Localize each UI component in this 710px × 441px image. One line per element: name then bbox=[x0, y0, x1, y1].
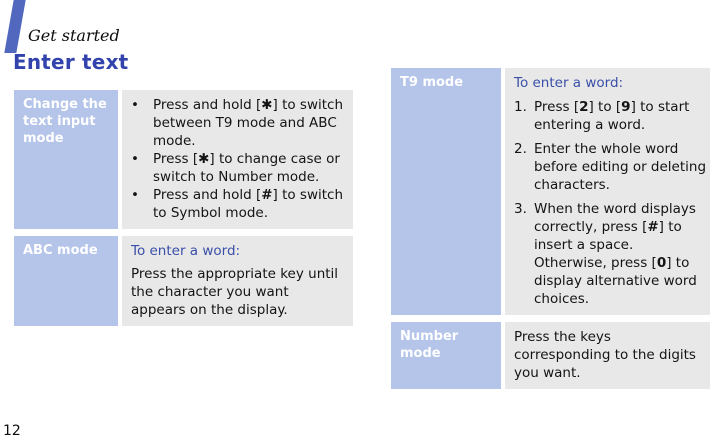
step-text: Enter the whole word before editing or d… bbox=[534, 141, 707, 193]
step-number: 3. bbox=[514, 201, 527, 217]
row-label: ABC mode bbox=[14, 236, 118, 326]
step-number: 2. bbox=[514, 141, 527, 157]
row-content: Press the keys corresponding to the digi… bbox=[505, 322, 710, 389]
bullet-icon: • bbox=[131, 97, 139, 113]
row-content: To enter a word: 1. Press [2] to [9] to … bbox=[505, 68, 710, 315]
page-title: Enter text bbox=[13, 50, 129, 74]
bullet-item: • Press [✱] to change case or switch to … bbox=[131, 150, 345, 186]
table-row-abc-mode: ABC mode To enter a word: Press the appr… bbox=[14, 236, 353, 326]
step-text: Press [2] to [9] to start entering a wor… bbox=[534, 99, 690, 133]
bullet-icon: • bbox=[131, 151, 139, 167]
step-text: When the word displays correctly, press … bbox=[534, 201, 697, 307]
intro-text: To enter a word: bbox=[131, 243, 241, 259]
table-row-t9-mode: T9 mode To enter a word: 1. Press [2] to… bbox=[391, 68, 710, 315]
bullet-text: Press [✱] to change case or switch to Nu… bbox=[153, 151, 340, 185]
row-content: To enter a word: Press the appropriate k… bbox=[122, 236, 353, 326]
text-input-mode-table: Change the text input mode • Press and h… bbox=[14, 90, 353, 326]
row-label: Number mode bbox=[391, 322, 501, 389]
numbered-step: 3. When the word displays correctly, pre… bbox=[514, 200, 708, 308]
page-number: 12 bbox=[3, 423, 21, 439]
numbered-step: 1. Press [2] to [9] to start entering a … bbox=[514, 98, 708, 134]
chapter-label: Get started bbox=[28, 26, 120, 45]
row-label: T9 mode bbox=[391, 68, 501, 315]
intro-text: To enter a word: bbox=[514, 75, 624, 91]
table-row-number-mode: Number mode Press the keys corresponding… bbox=[391, 322, 710, 389]
table-row-change-input-mode: Change the text input mode • Press and h… bbox=[14, 90, 353, 229]
step-number: 1. bbox=[514, 99, 527, 115]
body-text: Press the keys corresponding to the digi… bbox=[514, 329, 696, 381]
row-label: Change the text input mode bbox=[14, 90, 118, 229]
chapter-slash-decoration bbox=[4, 0, 26, 53]
numbered-step: 2. Enter the whole word before editing o… bbox=[514, 140, 708, 194]
row-content: • Press and hold [✱] to switch between T… bbox=[122, 90, 353, 229]
bullet-icon: • bbox=[131, 187, 139, 203]
bullet-item: • Press and hold [#] to switch to Symbol… bbox=[131, 186, 345, 222]
t9-number-mode-table: T9 mode To enter a word: 1. Press [2] to… bbox=[391, 68, 710, 389]
bullet-text: Press and hold [#] to switch to Symbol m… bbox=[153, 187, 344, 221]
bullet-item: • Press and hold [✱] to switch between T… bbox=[131, 96, 345, 150]
bullet-text: Press and hold [✱] to switch between T9 … bbox=[153, 97, 344, 149]
body-text: Press the appropriate key until the char… bbox=[131, 266, 339, 318]
